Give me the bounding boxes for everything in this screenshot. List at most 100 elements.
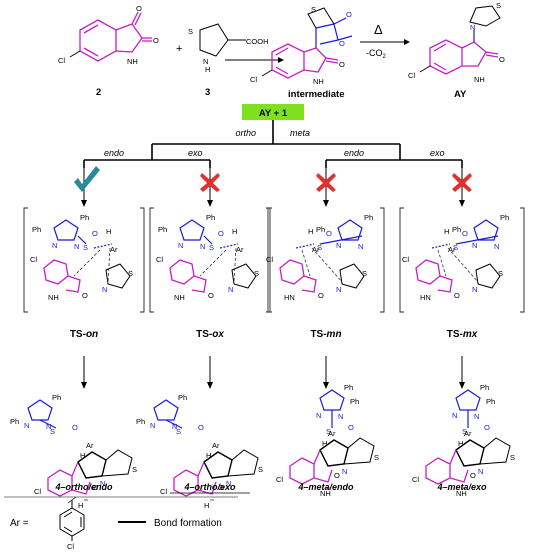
atom-o: O [92, 483, 98, 492]
atom-h: H [322, 439, 327, 448]
atom-s: S [498, 269, 503, 278]
cross-icon [200, 173, 220, 192]
atom-n: N [470, 23, 475, 32]
atom-nh: NH [474, 75, 485, 84]
atom-n: N [358, 242, 363, 251]
atom-o: O [153, 36, 159, 45]
phenyl-label: Ph [486, 397, 495, 406]
product-label: 4–meta/exo [436, 482, 487, 492]
atom-o: O [339, 60, 345, 69]
branch-meta-label: meta [290, 128, 310, 138]
atom-s: S [453, 243, 458, 252]
atom-h: H [205, 65, 210, 74]
ts-label: TS-on [70, 329, 98, 340]
arrowhead [278, 57, 284, 63]
product-label: 4–ortho/endo [54, 482, 113, 492]
atom-n: N [472, 285, 477, 294]
atom-o: O [348, 423, 354, 432]
atom-s: S [132, 465, 137, 474]
atom-n: N [336, 285, 341, 294]
atom-h: H [80, 451, 85, 460]
branch-ortho-label: ortho [235, 128, 256, 138]
atom-h: H [106, 227, 111, 236]
atom-n: N [46, 422, 51, 431]
atom-s: S [258, 465, 263, 474]
phenyl-label: Ph [52, 393, 61, 402]
atom-o: O [72, 423, 78, 432]
phenyl-label: Ph [32, 225, 41, 234]
branch-endo-label: endo [104, 148, 124, 158]
aryl-label: Ar [110, 245, 118, 254]
atom-s: S [176, 427, 181, 436]
atom-cl: Cl [276, 475, 283, 484]
atom-n: N [336, 241, 341, 250]
heat-delta: Δ [374, 22, 383, 37]
legend-ar-label: Ar = [10, 518, 29, 529]
atom-h: H [78, 501, 83, 510]
cross-icon [452, 173, 472, 192]
atom-s: S [128, 269, 133, 278]
ts-label: TS-mx [447, 329, 478, 340]
phenyl-label: Ph [206, 213, 215, 222]
atom-o: O [318, 291, 324, 300]
atom-n: N [74, 242, 79, 251]
atom-s: S [510, 453, 515, 462]
atom-cl: Cl [412, 475, 419, 484]
atom-n: N [200, 242, 205, 251]
atom-cl: Cl [30, 255, 37, 264]
phenyl-label: Ph [80, 213, 89, 222]
atom-h: H [232, 227, 237, 236]
reagent-box-label: AY + 1 [259, 108, 288, 119]
atom-n: N [226, 479, 231, 488]
co2-loss: -CO2 [366, 48, 387, 60]
atom-o: O [198, 423, 204, 432]
legend-bond-formation: Bond formation [154, 518, 222, 529]
phenyl-label: Ph [364, 213, 373, 222]
phenyl-label: Ph [480, 383, 489, 392]
atom-h: H [204, 501, 209, 510]
atom-n: N [478, 467, 483, 476]
intermediate-structure: S O O O NH Cl [250, 5, 353, 86]
cooh-group: COOH [246, 37, 269, 46]
atom-o: O [484, 423, 490, 432]
atom-s: S [254, 269, 259, 278]
atom-s: S [188, 27, 193, 36]
phenyl-label: Ph [344, 383, 353, 392]
atom-nh: HN [420, 293, 431, 302]
ay-label: AY [454, 89, 467, 100]
atom-n: N [452, 411, 457, 420]
atom-o: O [462, 229, 468, 238]
phenyl-label: Ph [136, 417, 145, 426]
thiazolidine-acid-structure: S N H COOH [188, 23, 269, 74]
down-arrows [81, 168, 465, 207]
reagent-box [242, 104, 304, 120]
check-icon [74, 166, 100, 192]
azomethine-ylide-structure: N S O NH Cl [408, 1, 505, 84]
atom-o: O [454, 291, 460, 300]
atom-o: O [499, 55, 505, 64]
branch-exo-label: exo [430, 148, 445, 158]
product-label: 4–meta/endo [297, 482, 354, 492]
cross-icon [316, 173, 336, 192]
atom-n: N [228, 285, 233, 294]
atom-n: N [316, 411, 321, 420]
atom-o: O [339, 39, 345, 48]
atom-cl: Cl [160, 487, 167, 496]
atom-cl: Cl [408, 71, 415, 80]
aryl-label: Ar [86, 441, 94, 450]
atom-n: N [178, 241, 183, 250]
atom-o: O [136, 4, 142, 13]
branch-endo-label: endo [344, 148, 364, 158]
atom-o: O [470, 471, 476, 480]
atom-h: H [458, 439, 463, 448]
atom-s: S [362, 269, 367, 278]
atom-s: S [317, 243, 322, 252]
